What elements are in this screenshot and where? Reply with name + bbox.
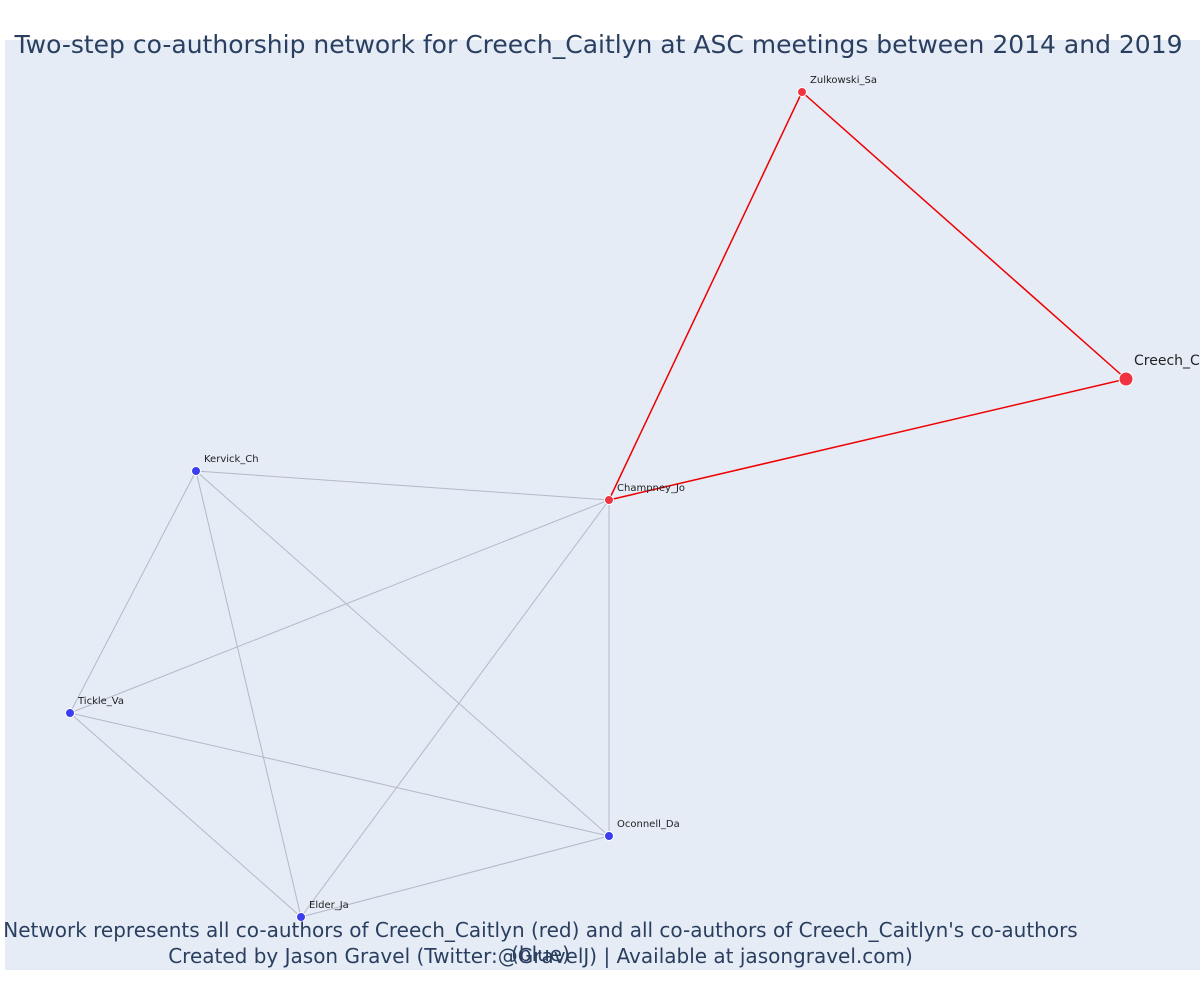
- node-Kervick_Ch[interactable]: [191, 466, 201, 476]
- chart-title: Two-step co-authorship network for Creec…: [14, 30, 1183, 59]
- edge-Kervick_Ch-Oconnell_Da: [195, 470, 610, 837]
- edges-layer: [69, 91, 1127, 918]
- node-label-Oconnell_Da: Oconnell_Da: [617, 819, 680, 830]
- edge-Champney_Jo-Creech_Caitlyn: [608, 378, 1127, 501]
- edge-Champney_Jo-Elder_Ja: [300, 499, 610, 918]
- node-label-Creech_Caitlyn: Creech_C: [1134, 353, 1200, 369]
- edge-Kervick_Ch-Elder_Ja: [195, 470, 302, 918]
- node-Oconnell_Da[interactable]: [604, 831, 614, 841]
- node-label-Elder_Ja: Elder_Ja: [309, 900, 349, 911]
- edge-Tickle_Va-Oconnell_Da: [69, 712, 610, 837]
- edge-Kervick_Ch-Champney_Jo: [195, 470, 610, 501]
- edge-Champney_Jo-Tickle_Va: [69, 499, 610, 714]
- nodes-layer: [65, 87, 1134, 922]
- node-Elder_Ja[interactable]: [296, 912, 306, 922]
- caption-line-2: Created by Jason Gravel (Twitter:@Gravel…: [168, 944, 913, 968]
- edge-Tickle_Va-Elder_Ja: [69, 712, 302, 918]
- node-Champney_Jo[interactable]: [604, 495, 614, 505]
- node-label-Tickle_Va: Tickle_Va: [77, 696, 124, 707]
- node-Creech_Caitlyn[interactable]: [1118, 371, 1134, 387]
- node-label-Zulkowski_Sa: Zulkowski_Sa: [810, 75, 877, 86]
- node-Tickle_Va[interactable]: [65, 708, 75, 718]
- edge-Kervick_Ch-Tickle_Va: [69, 470, 197, 714]
- node-label-Champney_Jo: Champney_Jo: [617, 483, 685, 494]
- edge-Zulkowski_Sa-Champney_Jo: [608, 91, 803, 501]
- edge-Zulkowski_Sa-Creech_Caitlyn: [801, 91, 1127, 380]
- edge-Elder_Ja-Oconnell_Da: [300, 835, 610, 918]
- caption-line-1: Network represents all co-authors of Cre…: [3, 918, 1078, 966]
- node-label-Kervick_Ch: Kervick_Ch: [204, 454, 259, 465]
- node-Zulkowski_Sa[interactable]: [797, 87, 807, 97]
